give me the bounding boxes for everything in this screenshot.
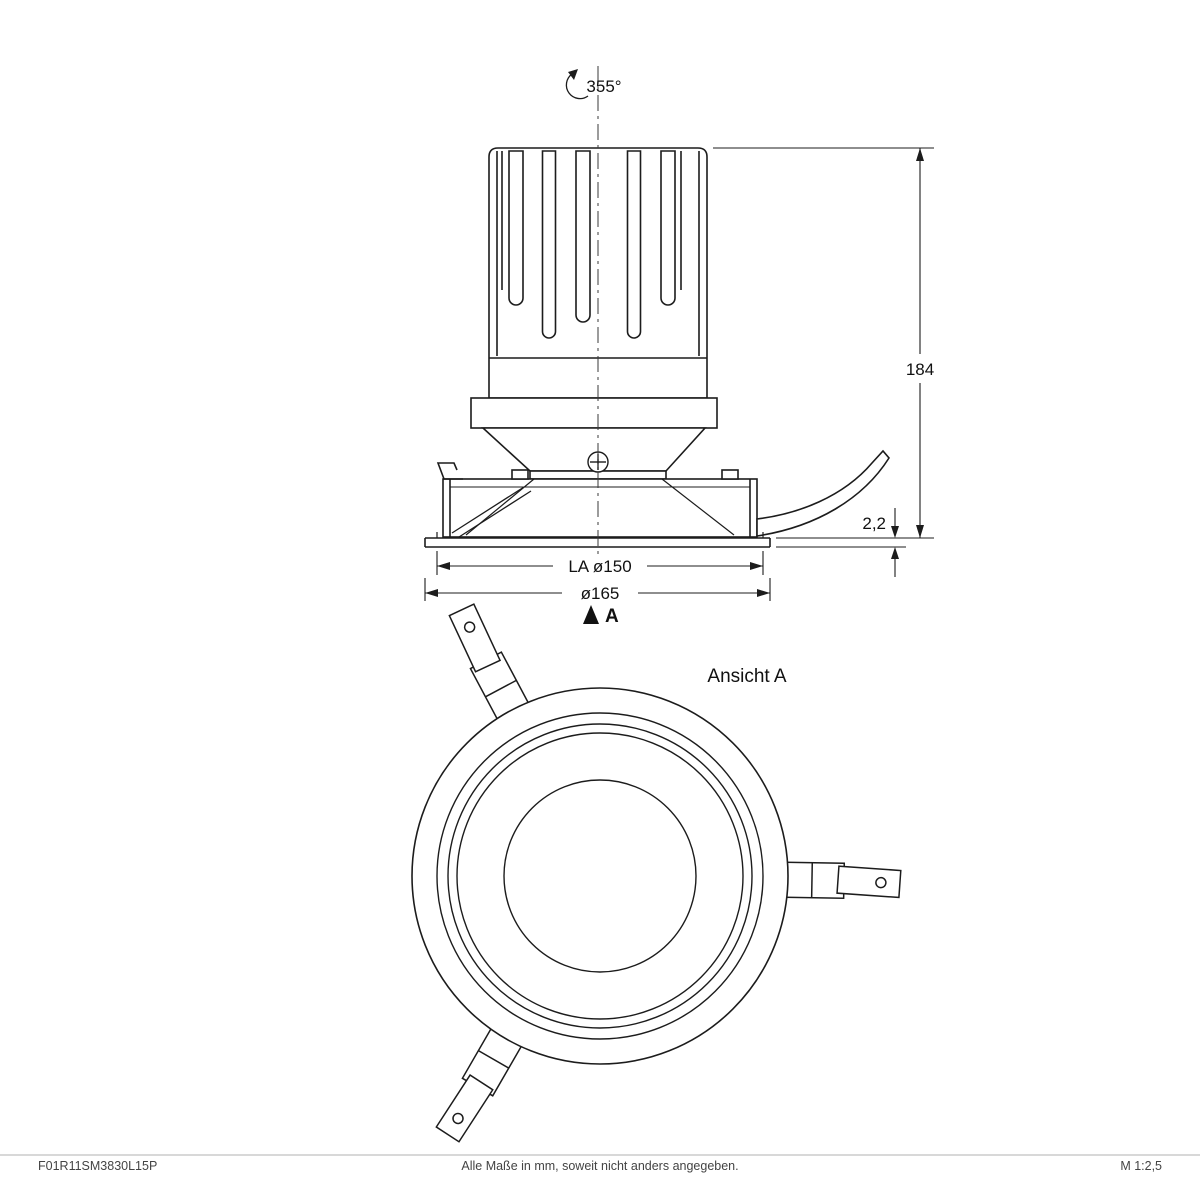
frame-tab-left (511, 469, 529, 480)
rotation-angle-label: 355° (586, 77, 621, 96)
clip-hole (452, 1112, 464, 1125)
article-number: F01R11SM3830L15P (38, 1159, 157, 1173)
heatsink-slot (575, 150, 591, 323)
reflector-inner-circle (456, 732, 744, 1020)
clip-outer-segment (448, 603, 502, 673)
arrowhead-up-icon (916, 148, 924, 161)
dimension-label-cutout-diameter: LA ø150 (568, 557, 631, 576)
dimension-flange-thickness (776, 508, 906, 577)
collar (470, 397, 718, 429)
rotation-symbol (565, 69, 589, 100)
arrowhead-left-icon (425, 589, 438, 597)
clip-hole (463, 621, 476, 633)
heatsink-slot (660, 150, 676, 306)
trim-outer-circle (411, 687, 789, 1065)
dimension-total-height (713, 147, 934, 539)
heatsink-slot (541, 150, 557, 339)
clip-outer-segment (435, 1073, 494, 1143)
arrowhead-left-icon (437, 562, 450, 570)
clip-outer-arm (836, 865, 902, 899)
trim-ring-circle (436, 712, 764, 1040)
view-arrow-triangle-icon (583, 605, 599, 624)
left-spring-hook (436, 462, 463, 480)
dimensions-note: Alle Maße in mm, soweit nicht anders ang… (461, 1159, 738, 1173)
rotation-arrow-arc (565, 73, 589, 100)
side-view (424, 66, 890, 558)
lens-circle (503, 779, 697, 973)
arrowhead-down-icon (916, 525, 924, 538)
arrowhead-up-icon (891, 547, 899, 559)
dimension-label-flange-thickness: 2,2 (862, 514, 886, 533)
clip-outer-segment (836, 865, 902, 899)
dimension-label-outer-diameter: ø165 (581, 584, 620, 603)
left-spring-arm-line-2 (458, 490, 532, 538)
arrowhead-down-icon (891, 526, 899, 538)
front-view-title: Ansicht A (707, 666, 787, 687)
arrowhead-right-icon (750, 562, 763, 570)
front-view (411, 603, 902, 1143)
dimension-cutout-diameter (436, 551, 764, 575)
dimension-label-total-height: 184 (906, 360, 934, 379)
view-direction-marker (583, 605, 599, 624)
dimension-outer-diameter (424, 578, 771, 601)
arrowhead-right-icon (757, 589, 770, 597)
heatsink-slot (626, 150, 642, 339)
view-direction-label: A (605, 606, 619, 627)
scale-label: M 1:2,5 (1120, 1159, 1162, 1173)
mounting-frame-outline (442, 478, 758, 538)
clip-joint-line (478, 1049, 510, 1069)
clip-outer-arm (435, 1073, 494, 1143)
clip-hole (875, 876, 887, 889)
heatsink-slot (508, 150, 524, 306)
reflector-cone-line-right (661, 478, 735, 536)
clip-outer-arm (448, 603, 502, 673)
reflector-edge-circle (447, 723, 753, 1029)
left-spring-arm-line-1 (451, 486, 525, 534)
right-spring-blade (756, 449, 890, 537)
rotation-arrowhead-icon (568, 69, 578, 80)
frame-tab-right (721, 469, 739, 480)
clip-joint-line (810, 862, 814, 898)
footer: F01R11SM3830L15P Alle Maße in mm, soweit… (0, 1154, 1200, 1173)
clip-joint-line (485, 679, 517, 698)
dimensions (424, 147, 934, 624)
